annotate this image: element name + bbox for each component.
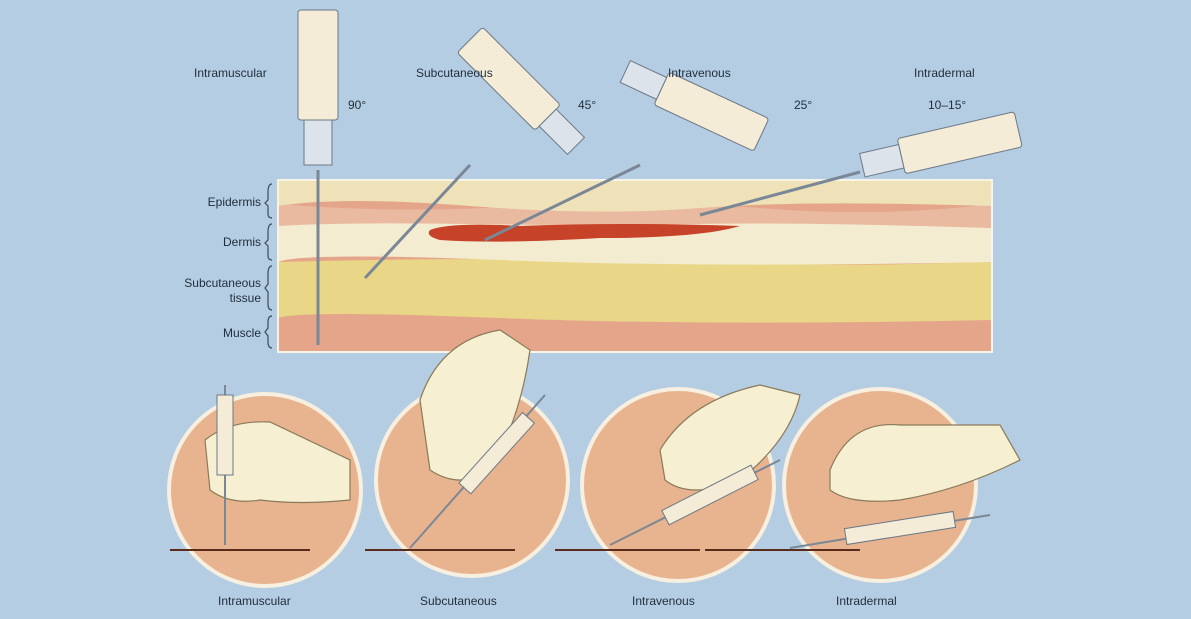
- label-top-intradermal: Intradermal: [914, 66, 975, 80]
- label-dermis: Dermis: [223, 235, 261, 249]
- angle-intradermal: 10–15°: [928, 98, 967, 112]
- syringe-subcutaneous: [363, 27, 586, 280]
- label-bottom-intravenous: Intravenous: [632, 594, 695, 608]
- syringe-intradermal: [699, 111, 1023, 217]
- layer-braces: [264, 183, 273, 349]
- syringe-intravenous: [484, 59, 769, 242]
- angle-subcutaneous: 45°: [578, 98, 597, 112]
- epidermis-basal-band: [278, 202, 992, 228]
- angle-intramuscular: 90°: [348, 98, 367, 112]
- angle-intravenous: 25°: [794, 98, 813, 112]
- label-bottom-intramuscular: Intramuscular: [218, 594, 291, 608]
- label-epidermis: Epidermis: [207, 195, 261, 209]
- skin-cross-section: [277, 179, 993, 353]
- hand-syringes: [216, 385, 991, 549]
- label-subcutaneous-2: tissue: [229, 291, 261, 305]
- label-top-intravenous: Intravenous: [668, 66, 731, 80]
- label-bottom-subcutaneous: Subcutaneous: [420, 594, 497, 608]
- label-subcutaneous-1: Subcutaneous: [184, 276, 261, 290]
- epidermis-layer: [278, 180, 992, 212]
- syringe-intramuscular: [297, 9, 339, 345]
- technique-circles: [167, 329, 1021, 588]
- label-top-subcutaneous: Subcutaneous: [416, 66, 493, 80]
- subcutaneous-layer: [278, 259, 992, 323]
- label-top-intramuscular: Intramuscular: [194, 66, 267, 80]
- label-muscle: Muscle: [222, 326, 261, 340]
- label-bottom-intradermal: Intradermal: [836, 594, 897, 608]
